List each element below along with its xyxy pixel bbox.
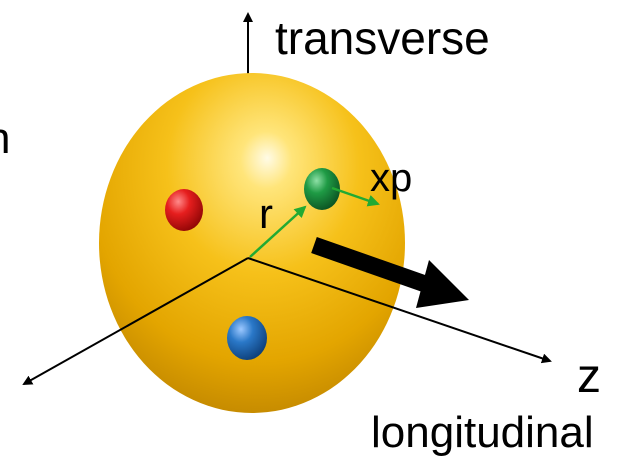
z-label: z (577, 350, 601, 403)
momentum-fraction-xp (331, 186, 380, 207)
longitudinal-label: longitudinal (371, 408, 594, 457)
longitudinal-momentum-arrowhead (416, 260, 469, 308)
r-label: r (259, 190, 273, 237)
nucleon-sphere (99, 73, 405, 413)
quark-red (165, 189, 203, 231)
quark-green (304, 168, 340, 210)
z-axis (247, 257, 552, 364)
longitudinal-momentum-arrow (311, 236, 431, 294)
xp-label: xp (370, 156, 413, 200)
quark-blue (227, 316, 267, 360)
clipped-label: n (0, 117, 10, 161)
third-axis (22, 257, 249, 385)
transverse-label: transverse (275, 12, 490, 64)
position-vector-r (249, 205, 307, 258)
